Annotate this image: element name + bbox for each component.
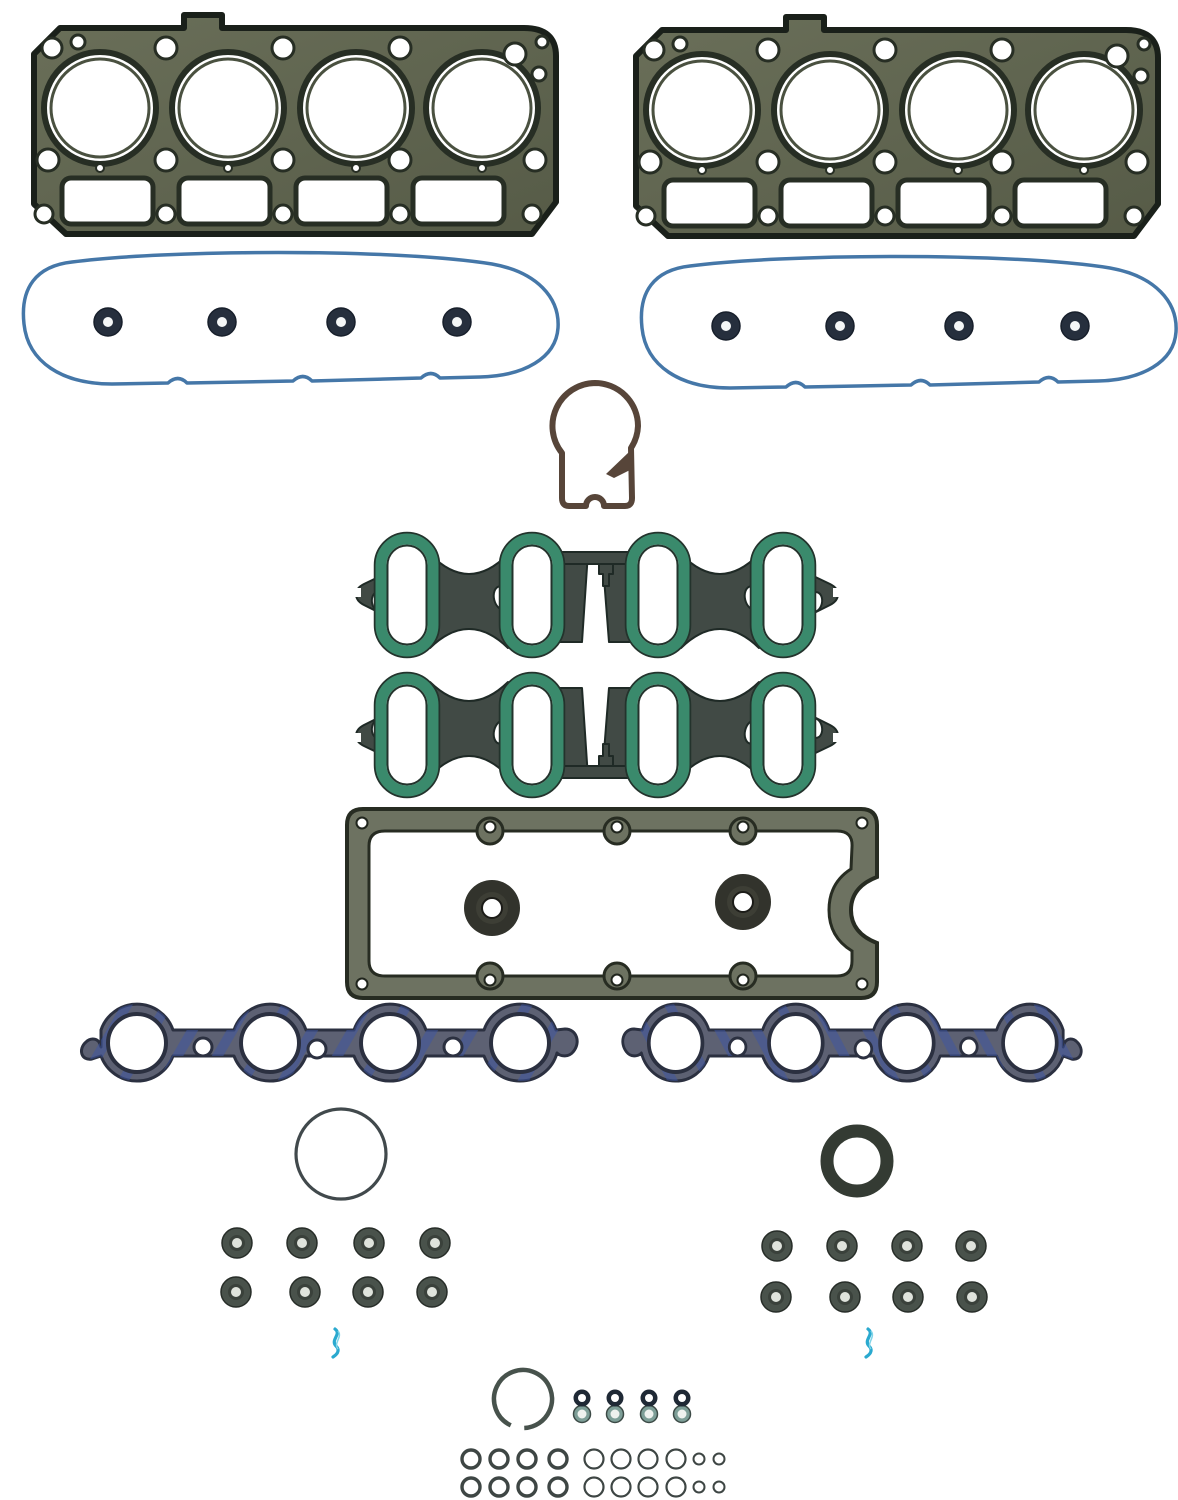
water-outlet-gasket — [549, 380, 641, 509]
head-gasket-right — [636, 17, 1158, 236]
head-gasket-left — [34, 15, 556, 234]
valve-cover-gasket-left — [21, 250, 560, 386]
valley-seal-left — [464, 880, 520, 936]
valve-cover-gasket-right — [639, 254, 1178, 390]
valve-stem-seals-left — [220, 1227, 451, 1308]
valley-bolt-holes — [355, 816, 869, 991]
exhaust-manifold-gasket-left — [75, 991, 615, 1095]
valley-pan-gasket — [345, 807, 879, 1000]
exhaust-manifold-gasket-right — [588, 991, 1088, 1095]
valve-stem-seals-right — [760, 1230, 988, 1313]
eyelet-seals — [572, 1388, 692, 1424]
valley-seal-right — [715, 874, 771, 930]
thick-seal-ring — [820, 1124, 894, 1198]
gasket-junction-wedge — [606, 452, 632, 478]
large-o-ring — [294, 1107, 388, 1201]
retainer-clip-left — [331, 1327, 342, 1359]
small-o-rings — [460, 1448, 726, 1498]
intake-manifold-gasket-bottom — [354, 673, 840, 797]
snap-ring — [491, 1367, 555, 1431]
intake-manifold-gasket-top — [354, 533, 840, 657]
retainer-clip-right — [864, 1327, 875, 1359]
